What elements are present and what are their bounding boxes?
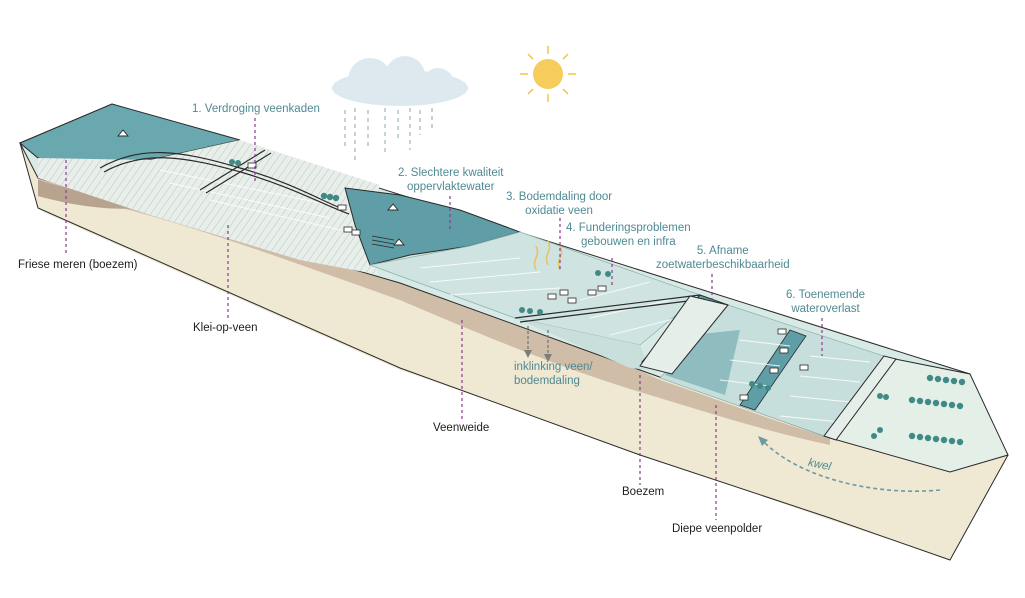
problem-label-4-line-1: 4. Funderingsproblemen xyxy=(566,222,691,234)
problem-label-5-line-1: 5. Afname xyxy=(696,245,749,257)
roads xyxy=(99,149,705,323)
zone-label-klei-op-veen: Klei-op-veen xyxy=(193,322,258,334)
inklinking-label-line-2: bodemdaling xyxy=(514,375,580,387)
kwel-seepage-arrow xyxy=(758,436,941,493)
problem-label-1: 1. Verdroging veenkaden xyxy=(192,103,320,115)
boat-wake xyxy=(371,235,395,249)
problem-label-2-line-2: oppervlaktewater xyxy=(406,181,495,193)
problem-label-4-line-2: gebouwen en infra xyxy=(581,236,676,248)
zone-label-diepe-veenpolder: Diepe veenpolder xyxy=(672,523,763,535)
peat-layer xyxy=(38,178,830,445)
problem-label-6-line-1: 6. Toenemende xyxy=(786,289,866,301)
sun-icon xyxy=(520,46,576,102)
zone-label-boezem: Boezem xyxy=(622,486,665,498)
problem-label-2-line-1: 2. Slechtere kwaliteit xyxy=(398,167,504,179)
veenweide-lower xyxy=(515,318,650,370)
zone-label-veenweide: Veenweide xyxy=(433,422,490,434)
house-icon xyxy=(247,162,809,401)
oxidation-vapour xyxy=(533,240,563,271)
cloud-rain-icon xyxy=(332,56,468,160)
dikes xyxy=(639,295,897,441)
boat-icon xyxy=(117,129,405,246)
inklinking-label-line-1: inklinking veen/ xyxy=(514,361,593,373)
problem-label-2: 2. Slechtere kwaliteit oppervlaktewater xyxy=(398,166,503,194)
problem-label-6-line-2: wateroverlast xyxy=(791,303,860,315)
problem-label-3-line-2: oxidatie veen xyxy=(525,205,593,217)
tree-icon xyxy=(229,159,966,446)
problem-label-6: 6. Toenemende wateroverlast xyxy=(786,288,865,316)
problem-label-5: 5. Afname zoetwaterbeschikbaarheid xyxy=(656,244,790,272)
problem-label-4: 4. Funderingsproblemen gebouwen en infra xyxy=(566,221,691,249)
klei-op-veen-zone xyxy=(38,140,380,275)
ditch-lines xyxy=(159,169,871,423)
inklinking-label: inklinking veen/ bodemdaling xyxy=(514,360,593,388)
zone-label-friese-meren: Friese meren (boezem) xyxy=(18,259,138,271)
problem-label-5-line-2: zoetwaterbeschikbaarheid xyxy=(656,259,790,271)
problem-label-3-line-1: 3. Bodemdaling door xyxy=(506,191,613,203)
subsidence-arrows xyxy=(524,326,552,362)
problem-label-3: 3. Bodemdaling door oxidatie veen xyxy=(506,190,612,218)
